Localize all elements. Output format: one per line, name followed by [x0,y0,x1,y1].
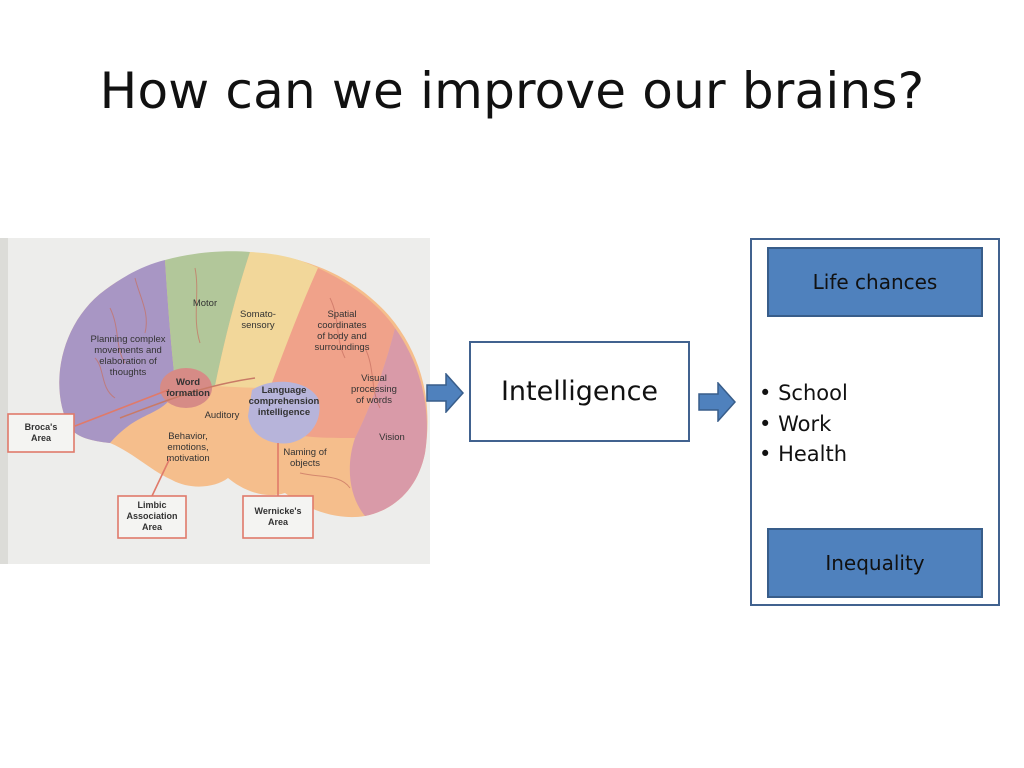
label-naming-2: objects [290,458,320,469]
label-planning-2: movements and [94,345,162,356]
label-behavior-2: emotions, [167,442,208,453]
label-behavior-3: motivation [166,453,209,464]
limbic-pointer [151,457,171,497]
broca-callout-box [7,413,75,453]
right-arrow-icon [426,373,464,413]
label-planning-4: thoughts [110,367,147,378]
label-vision: Vision [379,432,405,443]
frontal-lobe-region [59,260,176,443]
inequality-box: Inequality [767,528,983,598]
list-item-school: School [759,378,848,409]
label-auditory: Auditory [205,410,240,421]
label-spatial-4: surroundings [315,342,370,353]
label-word-1: Word [176,377,200,388]
somatosensory-region [215,252,318,388]
brain-diagram: Motor Somato- sensory Spatial coordinate… [0,238,430,564]
callout-wernicke-2: Area [268,517,289,527]
right-arrow-icon [698,382,736,422]
label-motor: Motor [193,298,217,309]
label-language-1: Language [262,385,307,396]
life-chances-box: Life chances [767,247,983,317]
language-area [248,381,320,444]
intelligence-box: Intelligence [469,341,690,442]
label-planning-1: Planning complex [91,334,166,345]
callout-broca-2: Area [31,433,52,443]
label-spatial-2: coordinates [317,320,366,331]
limbic-callout-box [117,495,187,539]
callout-wernicke-1: Wernicke's [255,506,302,516]
occipital-region [349,328,427,516]
label-visual-2: processing [351,384,397,395]
callout-limbic-3: Area [142,522,163,532]
label-language-2: comprehension [249,396,320,407]
label-somato-1: Somato- [240,309,276,320]
callout-limbic-2: Association [126,511,177,521]
label-visual-1: Visual [361,373,387,384]
callout-broca-1: Broca's [25,422,58,432]
list-item-health: Health [759,439,848,470]
label-spatial-3: of body and [317,331,367,342]
label-behavior-1: Behavior, [168,431,208,442]
label-spatial-1: Spatial [327,309,356,320]
slide-title: How can we improve our brains? [99,62,925,120]
label-planning-3: elaboration of [99,356,157,367]
list-item-work: Work [759,409,848,440]
label-somato-2: sensory [241,320,275,331]
label-naming-1: Naming of [283,447,327,458]
label-language-3: intelligence [258,407,310,418]
motor-region [165,251,250,388]
label-visual-3: of words [356,395,392,406]
outcome-list: School Work Health [759,378,848,470]
callout-limbic-1: Limbic [137,500,166,510]
label-word-2: formation [166,388,210,399]
wernicke-callout-box [242,495,314,539]
broca-pointer [74,389,169,427]
